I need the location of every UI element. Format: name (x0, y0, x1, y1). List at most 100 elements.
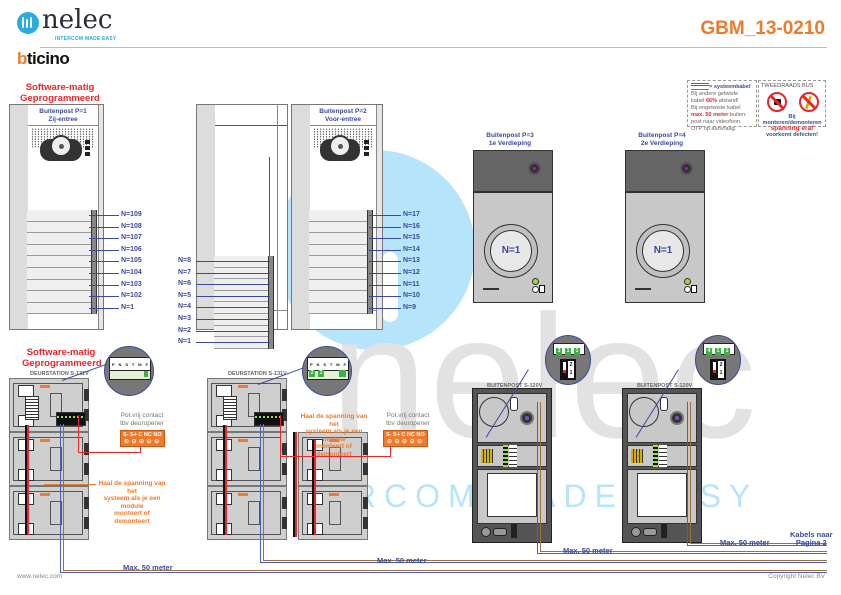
call-button[interactable] (309, 233, 367, 245)
leader-line (89, 238, 119, 240)
module (207, 432, 287, 486)
leader-line (89, 284, 119, 286)
button-number-label: N=17 (403, 211, 420, 218)
button-number-label: N=102 (121, 292, 142, 300)
buitenpost-s120v-2-label: BUITENPOST S-120V (637, 383, 693, 389)
call-button[interactable] (27, 221, 91, 234)
dip-switch-row (109, 370, 151, 380)
camera-lens (528, 162, 541, 175)
button-number-label: N=5 (178, 291, 192, 299)
call-button[interactable] (309, 256, 367, 268)
no-cable-cut-icon (799, 92, 819, 112)
call-button[interactable] (27, 233, 91, 245)
bticino-mark (40, 439, 50, 442)
call-button[interactable] (309, 210, 367, 222)
leader-line (369, 261, 401, 263)
button-number-label: N=15 (403, 234, 420, 242)
cable-blue (537, 402, 538, 553)
call-button[interactable] (27, 268, 91, 280)
module (298, 432, 368, 486)
jumper: 2 1 (560, 359, 576, 380)
connector (84, 517, 89, 529)
cable-blue (687, 545, 827, 546)
leader-line (369, 226, 401, 228)
call-button[interactable] (27, 279, 91, 292)
button-number-label: N=1 (121, 303, 135, 311)
header-rule (40, 47, 827, 48)
call-button[interactable] (309, 268, 367, 280)
call-button[interactable] (27, 210, 91, 222)
call-button[interactable] (309, 244, 367, 257)
module (9, 432, 89, 486)
legend-cable-box: = systeemkabel Bij andere getwiste kabel… (687, 80, 757, 132)
footer-copyright: Copyright Nelec BV (768, 573, 825, 580)
legend-bus-box: TWEEDRAADS BUS Bij monteren/demonteren s… (758, 80, 826, 138)
button-number-label: N=106 (121, 245, 142, 253)
footer-website[interactable]: www.nelec.com (17, 573, 63, 580)
dip-letter: F (343, 361, 346, 367)
jumper: 2 1 (710, 359, 726, 380)
terminal-block (481, 449, 493, 463)
top-section-title: Software-matig Geprogrammeerd (20, 82, 100, 104)
led-white-icon (532, 286, 539, 293)
bticino-mark (238, 439, 248, 442)
cable-blue (687, 402, 688, 545)
cable-brown (263, 560, 827, 561)
connector (363, 463, 368, 475)
leader-line (369, 215, 401, 216)
leader-line (196, 319, 270, 320)
call-button[interactable] (309, 221, 367, 234)
camera-lens (50, 135, 72, 157)
call-button[interactable] (27, 291, 91, 303)
call-button[interactable] (309, 291, 367, 303)
camera-lens (670, 411, 684, 425)
cable-brown (690, 402, 691, 543)
leader-line (196, 284, 270, 286)
cable-blue (260, 562, 827, 563)
call-button[interactable] (490, 230, 532, 272)
leader-line (196, 307, 270, 309)
call-button[interactable] (27, 302, 91, 315)
bticino-mark (40, 493, 50, 496)
button-number-label: N=109 (121, 211, 142, 218)
dip-switch-row (307, 370, 349, 380)
call-button[interactable] (309, 302, 367, 315)
call-button[interactable] (642, 230, 684, 272)
bticino-logo: bticino (17, 49, 70, 68)
leader-line (369, 307, 401, 309)
call-button[interactable] (309, 279, 367, 292)
button-number-label: N=3 (178, 315, 192, 322)
dip-switch-zoom-3: 3 1 1 2 1 (545, 335, 591, 385)
connector (84, 443, 89, 455)
connector (282, 443, 287, 455)
dip-letter: M (138, 361, 142, 367)
leader-line (89, 249, 119, 251)
terminal-block (25, 396, 39, 420)
power-off-note-2: Haal de spanning van het systeem als je … (300, 413, 368, 458)
button-number-label: N=108 (121, 222, 142, 230)
button-number-label: N=2 (178, 326, 192, 334)
leader-line (89, 273, 119, 274)
call-button[interactable] (27, 256, 91, 268)
button-number-label: N=104 (121, 269, 142, 276)
module (207, 486, 287, 540)
button-number-label: N=8 (178, 257, 192, 264)
cable-blue (60, 424, 61, 572)
button-number-label: N=14 (403, 245, 420, 253)
module (9, 486, 89, 540)
leader-line (369, 284, 401, 286)
connector (84, 463, 89, 475)
dip-switch-zoom-4: 4 1 1 2 1 (695, 335, 741, 385)
bticino-mark (329, 493, 339, 496)
camera-lens (680, 162, 693, 175)
leader-line (89, 226, 119, 228)
connector (84, 497, 89, 509)
button-number-label: N=6 (178, 280, 192, 288)
call-button[interactable] (27, 244, 91, 257)
connector (84, 389, 89, 401)
cable-blue (260, 424, 261, 562)
panel-back (472, 388, 552, 543)
connector (282, 463, 287, 475)
